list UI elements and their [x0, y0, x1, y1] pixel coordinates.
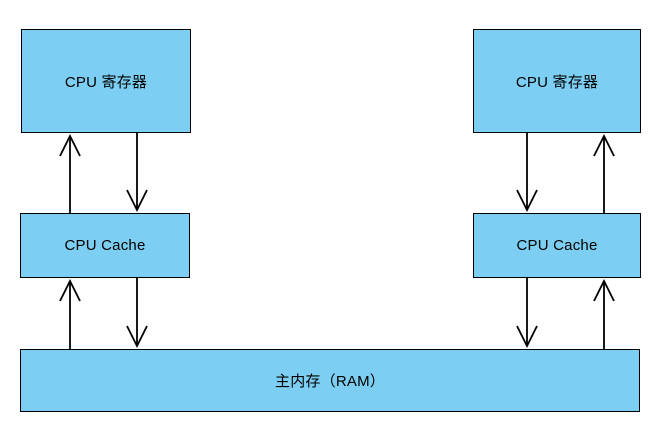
node-label: CPU 寄存器 [64, 73, 148, 91]
arrow-cache-to-ram-left-down [126, 278, 148, 349]
node-cpu-cache-right: CPU Cache [473, 213, 641, 278]
arrow-cache-to-register-left-up [59, 133, 81, 213]
arrow-ram-to-cache-right-up [593, 278, 615, 349]
node-main-memory-ram: 主内存（RAM） [20, 349, 640, 412]
arrow-register-to-cache-right-down [516, 133, 538, 213]
arrow-cache-to-ram-right-down [516, 278, 538, 349]
node-label: CPU Cache [516, 237, 598, 254]
arrow-ram-to-cache-left-up [59, 278, 81, 349]
node-cpu-register-left: CPU 寄存器 [21, 29, 191, 133]
node-cpu-register-right: CPU 寄存器 [473, 29, 641, 133]
arrow-register-to-cache-left-down [126, 133, 148, 213]
node-label: 主内存（RAM） [275, 373, 385, 390]
arrow-cache-to-register-right-up [593, 133, 615, 213]
node-label: CPU Cache [64, 237, 146, 254]
node-label: CPU 寄存器 [515, 73, 599, 91]
node-cpu-cache-left: CPU Cache [20, 213, 190, 278]
